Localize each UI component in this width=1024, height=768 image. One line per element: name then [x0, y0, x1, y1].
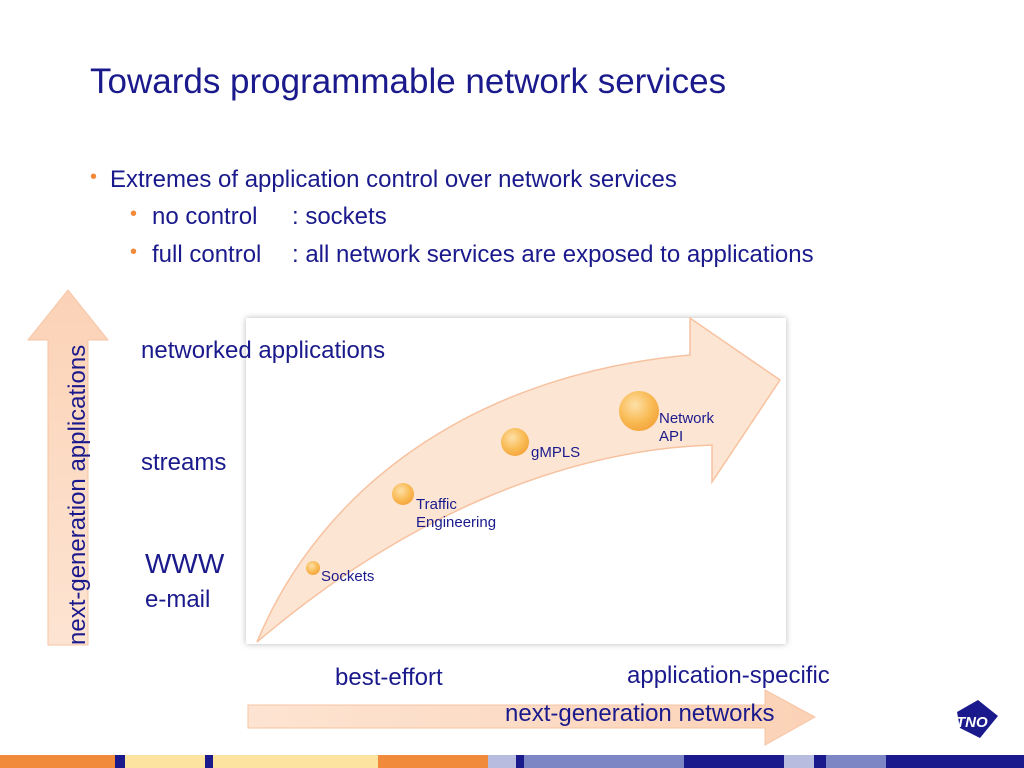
- bullet-full-control-desc: : all network services are exposed to ap…: [292, 241, 814, 268]
- node-label-traffic-engineering: Traffic Engineering: [416, 496, 496, 532]
- node-gmpls: [501, 428, 529, 456]
- level-networked-applications: networked applications: [141, 337, 386, 364]
- bullet-main-text: Extremes of application control over net…: [110, 166, 677, 193]
- slide-title: Towards programmable network services: [90, 62, 727, 101]
- node-label-traffic-line2: Engineering: [416, 514, 497, 531]
- vertical-axis-label: next-generation applications: [64, 345, 91, 645]
- node-label-gmpls-line1: gMPLS: [531, 444, 581, 461]
- node-label-network-api-line1: Network: [659, 410, 715, 427]
- horizontal-axis-label: next-generation networks: [505, 700, 775, 727]
- node-label-sockets-line1: Sockets: [321, 568, 375, 585]
- bullet-dot-icon: •: [90, 166, 98, 188]
- bullet-full-control-term: full control: [152, 241, 262, 268]
- node-label-sockets: Sockets: [321, 568, 374, 586]
- logo-text: TNO: [956, 714, 988, 731]
- node-label-network-api: Network API: [659, 410, 714, 446]
- bullet-full-control: • full control : all network services are…: [130, 241, 814, 269]
- bullet-no-control-term: no control: [152, 203, 258, 230]
- bullet-dot-icon: •: [130, 203, 138, 225]
- level-application-specific: application-specific: [627, 662, 830, 689]
- horizontal-axis-arrow: [247, 689, 817, 746]
- level-www: WWW: [145, 548, 225, 579]
- node-label-traffic-line1: Traffic: [416, 496, 457, 513]
- tno-logo: TNO: [956, 700, 998, 738]
- level-streams: streams: [141, 449, 227, 476]
- node-sockets: [306, 561, 320, 575]
- node-label-gmpls: gMPLS: [531, 444, 580, 462]
- level-email: e-mail: [145, 586, 211, 613]
- node-traffic-engineering: [392, 483, 414, 505]
- vertical-axis-arrow: [26, 289, 110, 646]
- evolution-arrow: [256, 316, 782, 643]
- bullet-no-control: • no control : sockets: [130, 203, 387, 231]
- footer-bar: [0, 755, 1024, 768]
- level-best-effort: best-effort: [335, 664, 443, 691]
- node-network-api: [619, 391, 659, 431]
- bullet-main: • Extremes of application control over n…: [90, 166, 677, 194]
- bullet-no-control-desc: : sockets: [292, 203, 387, 230]
- node-label-network-api-line2: API: [659, 428, 684, 445]
- bullet-dot-icon: •: [130, 241, 138, 263]
